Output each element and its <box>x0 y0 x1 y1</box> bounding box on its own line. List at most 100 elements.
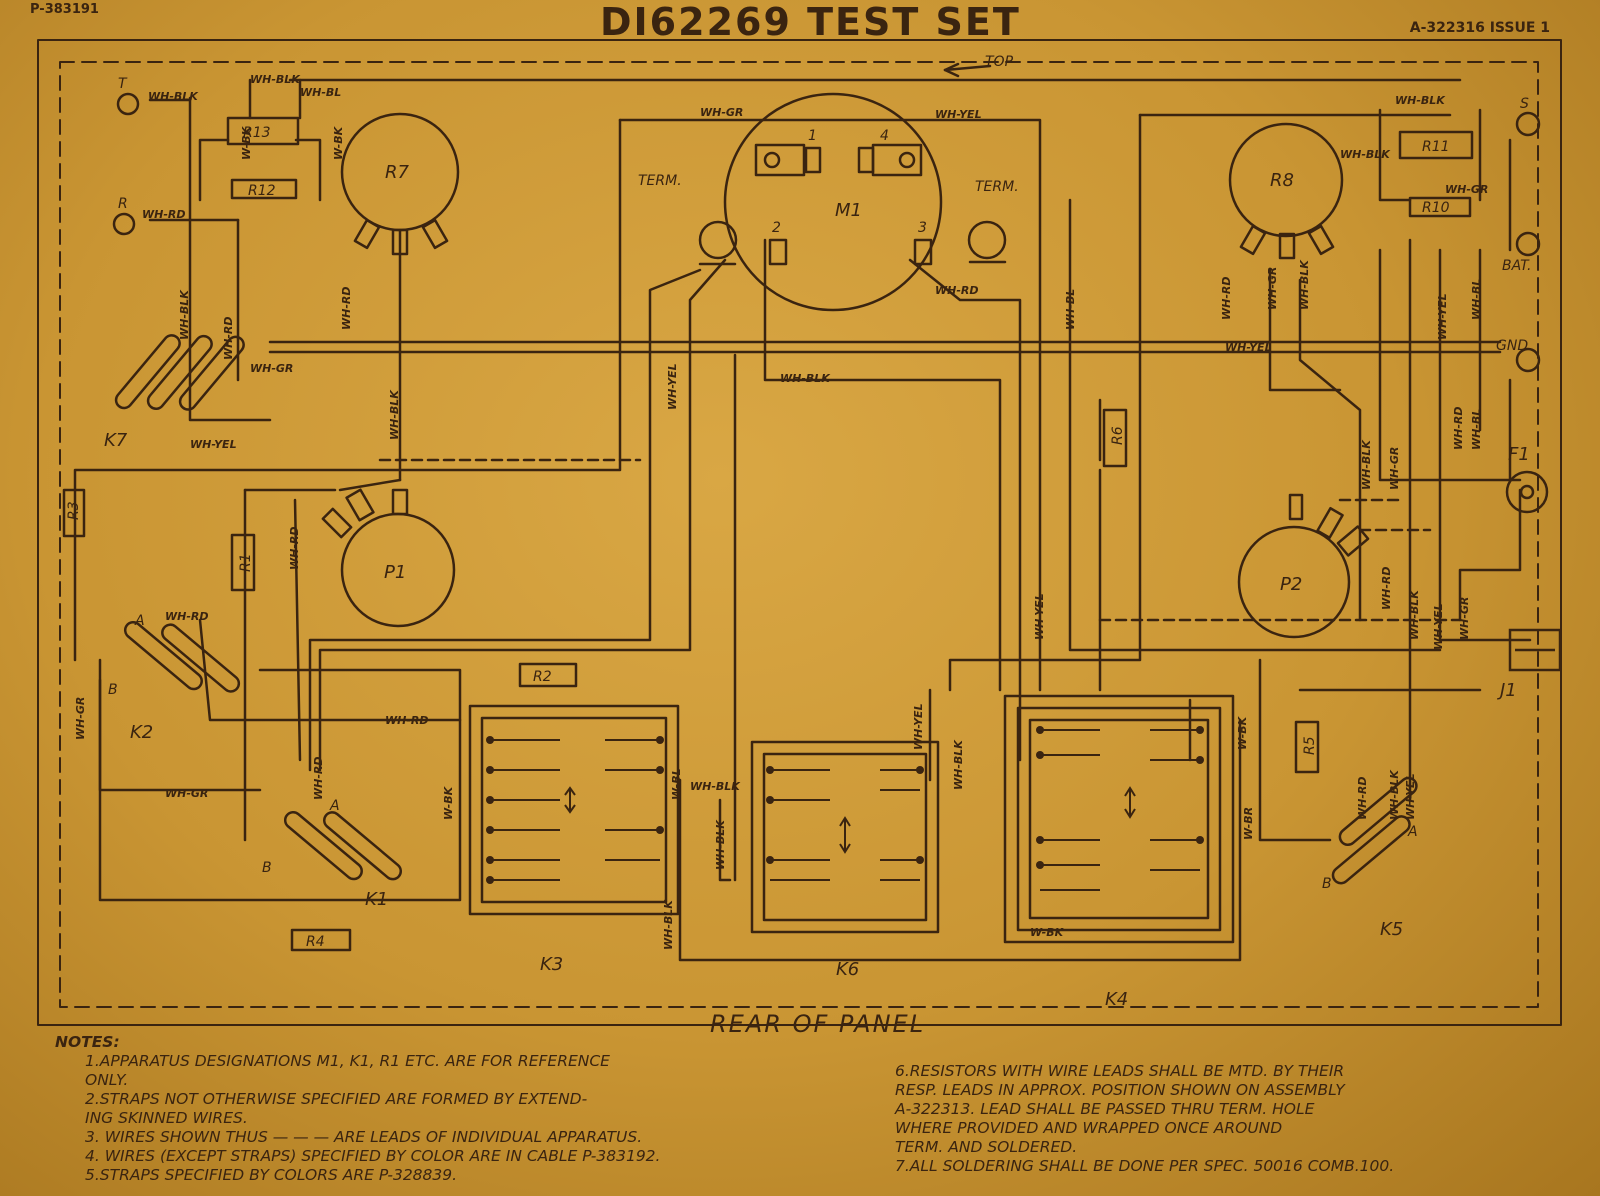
label-m1: M1 <box>835 200 862 221</box>
wire-label-r8-gr: WH-GR <box>1266 267 1279 310</box>
notes-left-column: 1.APPARATUS DESIGNATIONS M1, K1, R1 ETC.… <box>85 1052 661 1184</box>
wire-label-k1-rd: WH-RD <box>312 756 325 800</box>
wire-label-k3-blk: WH-BLK <box>690 780 741 793</box>
wire-label-m1-bl: WH-BL <box>1064 289 1077 330</box>
label-r: R <box>118 196 128 212</box>
t-post <box>116 92 140 116</box>
k5-relay <box>1331 776 1418 885</box>
label-r4: R4 <box>306 934 325 950</box>
outer-frame <box>37 39 1562 1026</box>
label-t: T <box>118 76 128 92</box>
wire-label-k5-blk: WH-BLK <box>1388 769 1401 820</box>
wire-label-top-2: WH-BL <box>300 86 341 99</box>
wire-label-k7-rd: WH-RD <box>222 316 235 360</box>
label-r6: R6 <box>1110 426 1126 445</box>
wire-label-p2-blk: WH-BLK <box>1360 439 1373 490</box>
wire-label-r8-rd: WH-RD <box>1220 276 1233 320</box>
wire-label-k4-blk-v: WH-BLK <box>952 739 965 790</box>
wire-label-r13-wbk: W-BK <box>240 125 253 160</box>
term-right-post <box>967 220 1007 260</box>
wire-label-p2-rd: WH-RD <box>1380 566 1393 610</box>
wire-label-k7-gr: WH-GR <box>250 362 293 375</box>
label-k6: K6 <box>836 959 859 980</box>
wire-label-k3-blk-v: WH-BLK <box>662 899 675 950</box>
label-term-left: TERM. <box>638 173 682 189</box>
k7-relay <box>114 334 245 411</box>
label-k5-a: A <box>1407 824 1418 840</box>
label-s: S <box>1520 96 1529 112</box>
f1-fuse <box>1505 470 1549 514</box>
wire-label-k1-gr: WH-GR <box>165 787 208 800</box>
p2-potentiometer <box>1237 525 1351 639</box>
wire-label-k3-wbk: W-BK <box>442 785 455 820</box>
label-r3: R3 <box>66 501 82 520</box>
r1-resistor <box>230 533 256 592</box>
label-j1: J1 <box>1497 680 1517 701</box>
wire-label-m1-yel: WH-YEL <box>935 108 982 121</box>
label-k1-b: B <box>262 860 272 876</box>
wire-label-j1-gr: WH-GR <box>1458 597 1471 640</box>
k6-relay <box>750 740 940 934</box>
r12-resistor <box>230 178 298 200</box>
label-r11: R11 <box>1422 139 1450 155</box>
r10-resistor <box>1408 196 1472 218</box>
label-k5: K5 <box>1380 919 1403 940</box>
wire-label-term-yel: WH-YEL <box>666 363 679 410</box>
wire-label-k7-blk: WH-BLK <box>178 289 191 340</box>
wire-label-k3-rd: WH-RD <box>385 714 429 727</box>
rear-of-panel-label: REAR OF PANEL <box>710 1010 926 1038</box>
wire-label-t: WH-BLK <box>148 90 199 103</box>
drawing-number-right: A-322316 ISSUE 1 <box>1409 20 1550 36</box>
wire-label-j1-blk: WH-BLK <box>1408 589 1421 640</box>
notes-title: NOTES: <box>55 1033 120 1051</box>
label-pin-4: 4 <box>880 128 889 144</box>
r-post <box>112 212 136 236</box>
wire-label-f1-rd: WH-RD <box>1452 406 1465 450</box>
k3-relay <box>468 704 680 916</box>
label-pin-3: 3 <box>918 220 927 236</box>
k2-relay <box>123 620 241 693</box>
drawing-number-left: P-383191 <box>30 2 99 17</box>
k4-relay <box>1003 694 1235 944</box>
r4-resistor <box>290 928 352 952</box>
wire-label-r8-blk: WH-BLK <box>1340 148 1391 161</box>
wire-label-m1-rd: WH-RD <box>935 284 979 297</box>
r2-resistor <box>518 662 578 688</box>
wire-label-k5-yel: WH-YEL <box>1404 773 1417 820</box>
wire-label-k6-blk: WH-BLK <box>714 819 727 870</box>
wire-label-r: WH-RD <box>142 208 186 221</box>
wire-label-k4-wbk: W-BK <box>1236 715 1249 750</box>
panel-border <box>59 61 1539 1008</box>
diagram-title: DI62269 TEST SET <box>600 0 1021 44</box>
r5-resistor <box>1294 720 1320 774</box>
r6-resistor <box>1102 408 1128 468</box>
label-k2-a: A <box>134 613 145 629</box>
m1-meter <box>723 92 943 312</box>
wire-label-k6-yel: WH-YEL <box>912 703 925 750</box>
wire-label-r11-blk: WH-BLK <box>1395 94 1446 107</box>
label-pin-1: 1 <box>808 128 817 144</box>
label-r7: R7 <box>385 162 410 183</box>
wire-label-k5-rd: WH-RD <box>1356 776 1369 820</box>
wire-label-k2-rd: WH-RD <box>165 610 209 623</box>
label-f1: F1 <box>1508 444 1530 465</box>
wire-label-m1-gr: WH-GR <box>700 106 743 119</box>
wire-label-k7-yel: WH-YEL <box>190 438 237 451</box>
r3-resistor <box>62 488 86 538</box>
label-k2-b: B <box>108 682 118 698</box>
wire-label-top-1: WH-BLK <box>250 73 301 86</box>
wire-label-bat-yel: WH-YEL <box>1436 293 1449 340</box>
label-term-right: TERM. <box>975 179 1019 195</box>
label-r2: R2 <box>533 669 552 685</box>
label-k5-b: B <box>1322 876 1332 892</box>
wire-label-k4-yel: WH-YEL <box>1033 593 1046 640</box>
wire-label-bus-yel: WH-YEL <box>1225 341 1272 354</box>
label-r1: R1 <box>238 553 254 572</box>
s-post <box>1515 111 1541 137</box>
wire-label-k2-gr: WH-GR <box>74 697 87 740</box>
wire-label-k4-wbr: W-BR <box>1242 807 1255 840</box>
label-top: TOP <box>985 54 1014 70</box>
notes-right-column: 6.RESISTORS WITH WIRE LEADS SHALL BE MTD… <box>895 1062 1395 1175</box>
